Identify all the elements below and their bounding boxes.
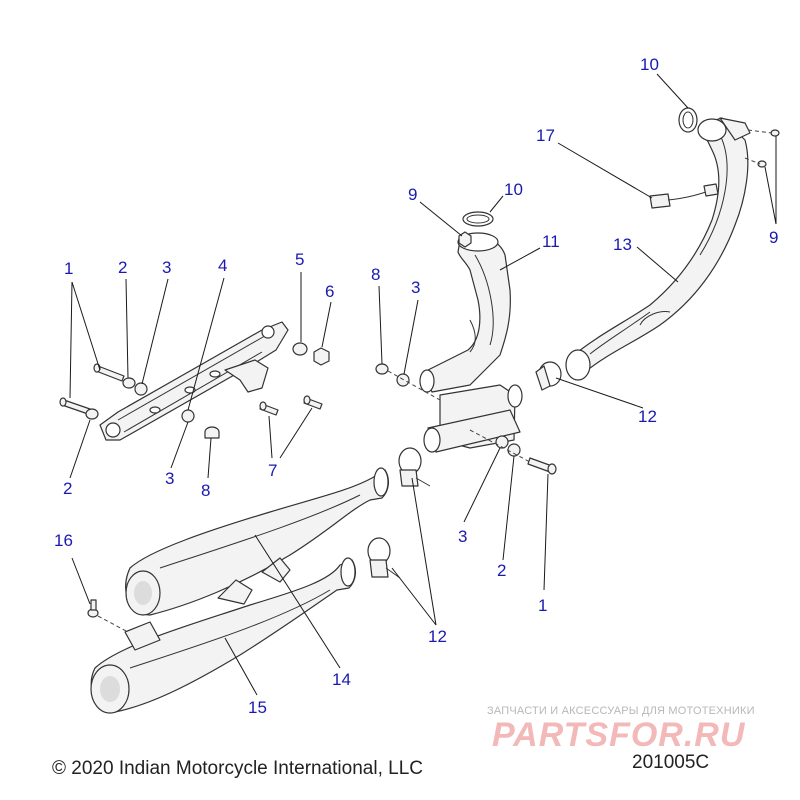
part-bolt-7-left: [259, 401, 279, 416]
part-screw-16: [87, 599, 99, 618]
part-washer-5: [292, 342, 308, 356]
part-clamp-12-lower-muffler: [367, 537, 401, 579]
callout-9-rear: 9: [769, 228, 778, 247]
callout-16: 16: [54, 531, 73, 550]
part-screw-8-left: [204, 426, 220, 439]
callout-3-right-upper: 3: [411, 278, 420, 297]
callout-3-right-lower: 3: [458, 527, 467, 546]
callout-5: 5: [295, 250, 304, 269]
callout-2-lower: 2: [63, 479, 72, 498]
part-muffler-lower: [90, 557, 356, 714]
part-bushing-3-upper: [134, 382, 148, 396]
part-washer-2-lower: [85, 408, 99, 420]
part-nut-9-rear-lower: [757, 160, 767, 168]
part-mounting-bracket: [99, 321, 289, 441]
part-nut-9-front: [458, 231, 472, 248]
callout-11: 11: [542, 232, 560, 251]
callout-13: 13: [613, 235, 632, 254]
callout-1-right: 1: [538, 596, 547, 615]
watermark-logo: PARTSFOR.RU: [492, 716, 746, 754]
part-nut-9-rear-upper: [770, 129, 780, 137]
part-bolt-7-right: [303, 395, 323, 410]
part-oxygen-sensor: [649, 183, 719, 209]
callout-10-rear: 10: [640, 55, 659, 74]
callout-numbers: 1 2 3 4 5 6 7 3 8 2 8 3 9 10 11 10 17 13…: [54, 55, 778, 717]
part-clamp-12-rear: [535, 361, 562, 391]
callout-4: 4: [218, 256, 227, 275]
callout-10-front: 10: [504, 180, 523, 199]
callout-6: 6: [325, 282, 334, 301]
callout-14: 14: [332, 670, 351, 689]
part-nut-6: [313, 347, 330, 366]
part-bolt-1-lower: [59, 397, 91, 415]
callout-3-lower: 3: [165, 469, 174, 488]
watermark-tagline: ЗАПЧАСТИ И АКСЕССУАРЫ ДЛЯ МОТОТЕХНИКИ: [487, 705, 755, 717]
part-bushing-3-right-upper: [396, 373, 410, 387]
callout-1-left: 1: [64, 259, 73, 278]
callout-12-muffler: 12: [428, 627, 447, 646]
part-bolt-1-right: [527, 457, 557, 475]
callout-3-upper: 3: [162, 258, 171, 277]
callout-2-right: 2: [497, 561, 506, 580]
part-screw-8-right: [375, 363, 389, 375]
callout-7: 7: [268, 461, 277, 480]
callout-12-rear: 12: [638, 407, 657, 426]
part-washer-2-right: [507, 443, 521, 457]
leader-lines: [69, 73, 777, 696]
part-bushing-3-right: [495, 435, 509, 449]
callout-2-upper: 2: [118, 258, 127, 277]
callout-8-left: 8: [201, 481, 210, 500]
part-muffler-upper: [125, 467, 389, 616]
part-washer-2-upper: [122, 377, 136, 389]
part-rear-head-pipe: [565, 117, 751, 381]
part-clamp-12-upper-muffler: [398, 447, 431, 487]
figure-id: 201005C: [632, 752, 710, 773]
callout-9-front: 9: [408, 185, 417, 204]
callout-8-right: 8: [371, 265, 380, 284]
part-gasket-10-front: [462, 211, 494, 227]
callout-17: 17: [536, 126, 555, 145]
part-bushing-3-lower: [181, 409, 195, 423]
part-front-head-pipe: [419, 232, 523, 453]
callout-15: 15: [248, 698, 267, 717]
copyright-notice: © 2020 Indian Motorcycle International, …: [52, 758, 423, 779]
